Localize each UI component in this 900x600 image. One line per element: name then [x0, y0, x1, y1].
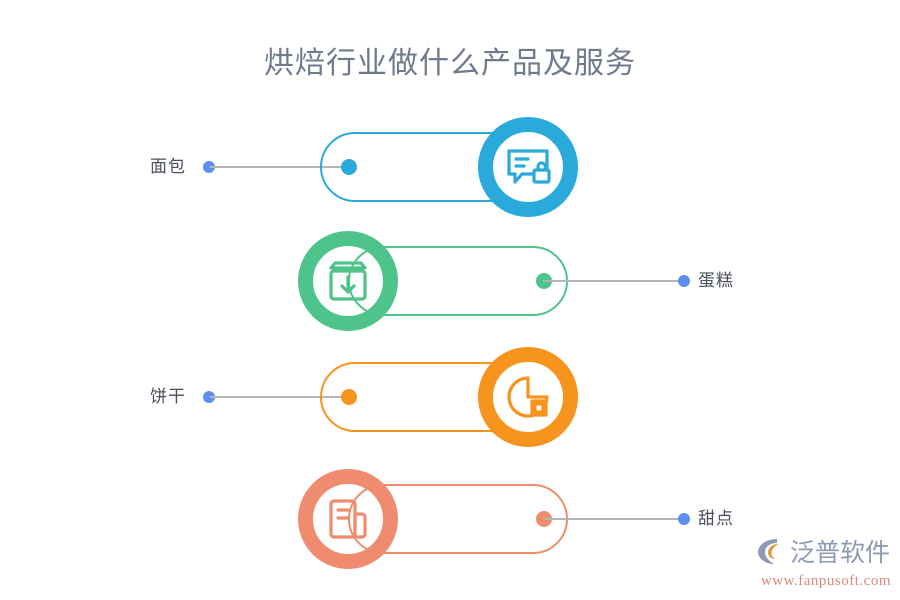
endpoint-dot: [678, 275, 690, 287]
connector-line: [543, 280, 681, 282]
endpoint-dot: [203, 391, 215, 403]
page-title: 烘焙行业做什么产品及服务: [264, 47, 636, 80]
icon-circle-biscuit[interactable]: [478, 347, 578, 447]
node-dot: [341, 389, 357, 405]
infographic-row: 蛋糕: [0, 225, 900, 337]
row-label-cake: 蛋糕: [698, 271, 734, 290]
connector-line: [543, 518, 681, 520]
node-dot: [341, 159, 357, 175]
endpoint-dot: [678, 513, 690, 525]
icon-circle-bread[interactable]: [478, 117, 578, 217]
message-lock-icon: [502, 141, 554, 193]
connector-line: [210, 166, 347, 168]
watermark-brand: 泛普软件: [790, 539, 891, 567]
row-label-bread: 面包: [150, 157, 186, 176]
connector-line: [210, 396, 347, 398]
watermark-url: www.fanpusoft.com: [760, 573, 891, 589]
row-label-dessert: 甜点: [698, 509, 734, 528]
pill-capsule-dessert[interactable]: [348, 484, 568, 554]
infographic-row: 饼干: [0, 341, 900, 453]
row-label-biscuit: 饼干: [150, 387, 186, 406]
pill-capsule-cake[interactable]: [348, 246, 568, 316]
watermark: 泛普软件 www.fanpusoft.com: [756, 536, 896, 592]
pie-chart-icon: [502, 371, 554, 423]
infographic-row: 甜点: [0, 463, 900, 575]
fanpu-logo-icon: [756, 536, 786, 571]
endpoint-dot: [203, 161, 215, 173]
infographic-row: 面包: [0, 111, 900, 223]
